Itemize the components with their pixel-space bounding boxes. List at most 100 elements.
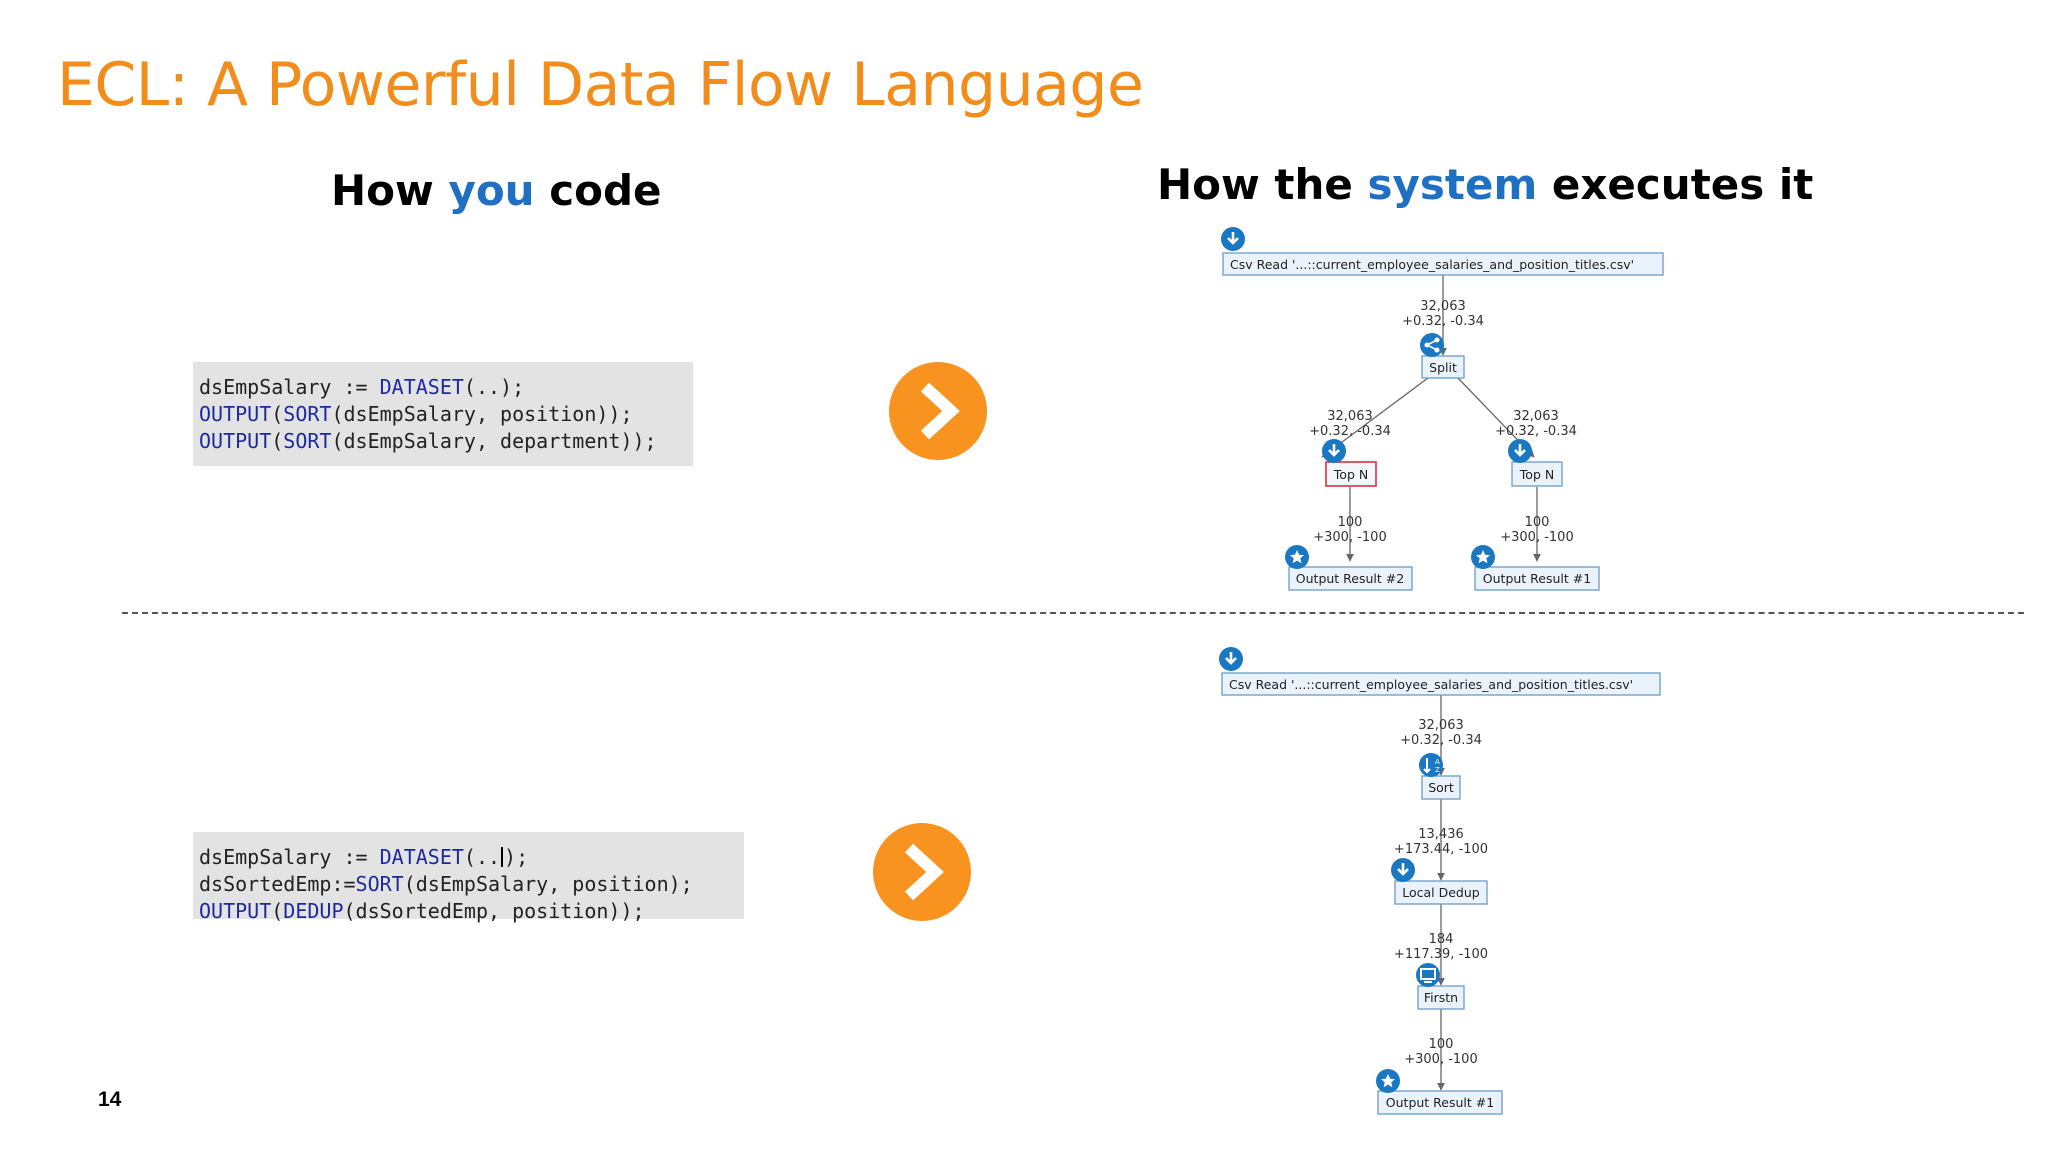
- svg-text:A: A: [1435, 758, 1440, 766]
- code-text: (..);: [463, 375, 525, 399]
- code-text: (dsEmpSalary, position);: [403, 872, 693, 896]
- right-heading-text-before: How the: [1157, 160, 1368, 209]
- left-heading-text-before: How: [331, 166, 449, 215]
- node-label: Sort: [1428, 780, 1454, 795]
- node-sort[interactable]: Sort: [1421, 775, 1461, 800]
- node-label: Csv Read '...::current_employee_salaries…: [1230, 257, 1634, 272]
- page-number: 14: [98, 1088, 122, 1111]
- code-line: OUTPUT(SORT(dsEmpSalary, department));: [199, 428, 693, 455]
- code-snippet-top: dsEmpSalary := DATASET(..);OUTPUT(SORT(d…: [193, 362, 693, 466]
- share-icon: [1420, 333, 1444, 357]
- edge-count: 32,063: [1513, 409, 1559, 424]
- code-text: dsEmpSalary :=: [199, 375, 380, 399]
- code-line: OUTPUT(SORT(dsEmpSalary, position));: [199, 401, 693, 428]
- left-heading-text-after: code: [534, 166, 662, 215]
- download-icon: [1508, 439, 1532, 463]
- code-line: dsEmpSalary := DATASET(..);: [199, 374, 693, 401]
- left-column-heading: How you code: [331, 166, 662, 215]
- code-keyword: OUTPUT: [199, 429, 272, 453]
- node-output-result-1[interactable]: Output Result #1: [1474, 566, 1600, 591]
- node-output-result-1[interactable]: Output Result #1: [1377, 1090, 1503, 1115]
- code-line: dsEmpSalary := DATASET(..);: [199, 844, 744, 871]
- svg-text:Z: Z: [1435, 766, 1440, 774]
- code-text: (dsSortedEmp, position));: [343, 899, 645, 923]
- download-icon: [1221, 227, 1245, 251]
- edge-label-dedup-to-firstn: 184 +117.39, -100: [1394, 932, 1488, 962]
- code-text: (: [271, 402, 284, 426]
- code-text: dsSortedEmp:=: [199, 872, 356, 896]
- star-icon: [1376, 1069, 1400, 1093]
- edge-skew: +0.32, -0.34: [1309, 424, 1391, 439]
- code-keyword: SORT: [283, 429, 332, 453]
- text-cursor: [501, 847, 504, 867]
- edge-skew: +117.39, -100: [1394, 947, 1488, 962]
- edge-count: 100: [1338, 515, 1363, 530]
- code-keyword: DEDUP: [283, 899, 344, 923]
- node-label: Output Result #1: [1483, 571, 1591, 586]
- edge-label-firstn-to-output: 100 +300, -100: [1404, 1037, 1477, 1067]
- node-csv-read[interactable]: Csv Read '...::current_employee_salaries…: [1221, 672, 1661, 696]
- star-icon: [1471, 545, 1495, 569]
- code-keyword: DATASET: [379, 375, 464, 399]
- edge-skew: +0.32, -0.34: [1402, 314, 1484, 329]
- edge-count: 32,063: [1418, 718, 1464, 733]
- node-label: Firstn: [1424, 990, 1458, 1005]
- graph-canvas: 32,063 +0.32, -0.34 32,063 +0.32, -0.34 …: [1221, 227, 1664, 591]
- edge-label-csv-to-sort: 32,063 +0.32, -0.34: [1400, 718, 1482, 748]
- code-text: );: [504, 845, 529, 869]
- chevron-right-icon: [920, 382, 960, 440]
- chevron-right-icon: [904, 843, 944, 901]
- download-icon: [1219, 647, 1243, 671]
- edge-skew: +0.32, -0.34: [1495, 424, 1577, 439]
- node-top-n-left[interactable]: Top N: [1325, 461, 1377, 487]
- slide-title: ECL: A Powerful Data Flow Language: [57, 50, 1144, 120]
- code-text: (dsEmpSalary, position));: [331, 402, 633, 426]
- edge-skew: +300, -100: [1500, 530, 1573, 545]
- code-line: OUTPUT(DEDUP(dsSortedEmp, position));: [199, 898, 744, 925]
- edge-skew: +173.44, -100: [1394, 842, 1488, 857]
- edge-skew: +0.32, -0.34: [1400, 733, 1482, 748]
- edge-label-csv-to-split: 32,063 +0.32, -0.34: [1402, 299, 1484, 329]
- edge-count: 100: [1429, 1037, 1454, 1052]
- arrow-button-bottom[interactable]: [873, 823, 971, 921]
- arrow-button-top[interactable]: [889, 362, 987, 460]
- edge-count: 32,063: [1420, 299, 1466, 314]
- node-local-dedup[interactable]: Local Dedup: [1394, 880, 1488, 905]
- graph-canvas: 32,063 +0.32, -0.34 13,436 +173.44, -100…: [1219, 647, 1661, 1115]
- edge-label-sort-to-dedup: 13,436 +173.44, -100: [1394, 827, 1488, 857]
- code-line: dsSortedEmp:=SORT(dsEmpSalary, position)…: [199, 871, 744, 898]
- code-keyword: SORT: [283, 402, 332, 426]
- code-text: (dsEmpSalary, department));: [331, 429, 657, 453]
- edge-count: 32,063: [1327, 409, 1373, 424]
- node-label: Local Dedup: [1402, 885, 1480, 900]
- code-keyword: DATASET: [379, 845, 464, 869]
- execution-graph-top: 32,063 +0.32, -0.34 32,063 +0.32, -0.34 …: [1210, 225, 1690, 600]
- code-snippet-bottom: dsEmpSalary := DATASET(..);dsSortedEmp:=…: [193, 832, 744, 923]
- code-text: (..: [463, 845, 501, 869]
- node-label: Split: [1429, 360, 1457, 375]
- edge-count: 184: [1429, 932, 1454, 947]
- download-icon: [1391, 858, 1415, 882]
- node-label: Output Result #1: [1386, 1095, 1494, 1110]
- node-top-n-right[interactable]: Top N: [1511, 461, 1563, 487]
- edge-count: 13,436: [1418, 827, 1464, 842]
- right-heading-text-after: executes it: [1537, 160, 1814, 209]
- execution-graph-bottom: 32,063 +0.32, -0.34 13,436 +173.44, -100…: [1210, 645, 1690, 1125]
- code-keyword: SORT: [355, 872, 404, 896]
- star-icon: [1285, 545, 1309, 569]
- section-divider: [122, 612, 2024, 614]
- code-keyword: OUTPUT: [199, 899, 272, 923]
- node-label: Output Result #2: [1296, 571, 1404, 586]
- edge-label-right-to-output: 100 +300, -100: [1500, 515, 1573, 545]
- node-csv-read[interactable]: Csv Read '...::current_employee_salaries…: [1222, 252, 1664, 276]
- right-column-heading: How the system executes it: [1157, 160, 1813, 209]
- node-firstn[interactable]: Firstn: [1417, 985, 1465, 1010]
- sort-icon: A Z: [1419, 753, 1443, 777]
- code-text: dsEmpSalary :=: [199, 845, 380, 869]
- node-split[interactable]: Split: [1421, 355, 1465, 379]
- node-output-result-2[interactable]: Output Result #2: [1288, 566, 1413, 591]
- edge-label-split-to-right: 32,063 +0.32, -0.34: [1495, 409, 1577, 439]
- node-label: Top N: [1519, 467, 1554, 482]
- edge-label-split-to-left: 32,063 +0.32, -0.34: [1309, 409, 1391, 439]
- code-text: (: [271, 429, 284, 453]
